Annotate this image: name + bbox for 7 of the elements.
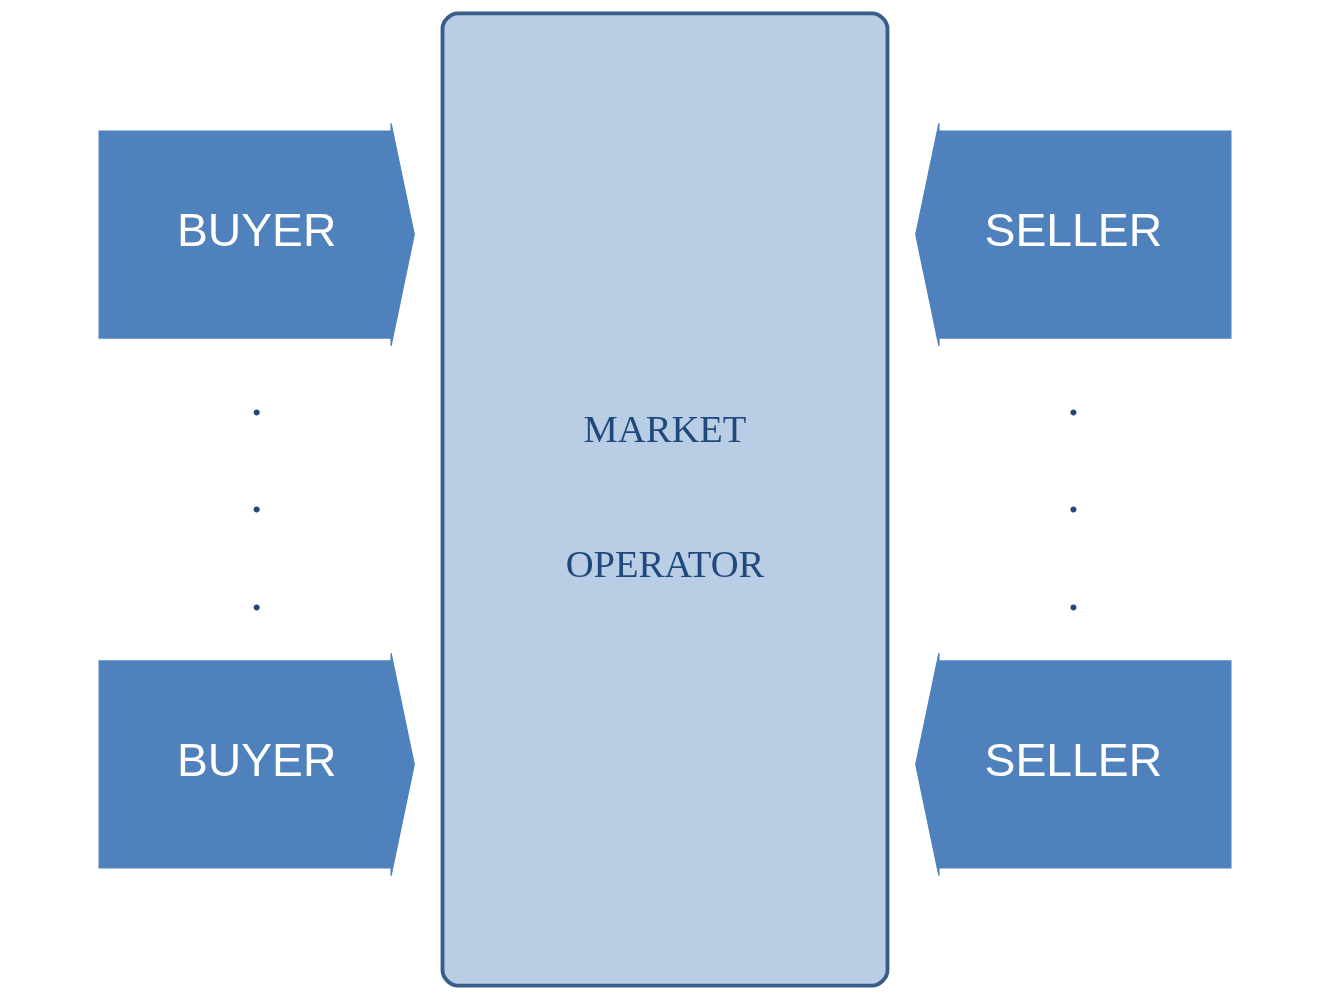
label: . <box>1066 466 1080 524</box>
node-box: MARKET OPERATOR <box>440 11 890 988</box>
label: . <box>1066 368 1080 426</box>
label: . <box>250 368 264 426</box>
label: . <box>1066 564 1080 622</box>
label: . <box>250 466 264 524</box>
label: . <box>250 564 264 622</box>
